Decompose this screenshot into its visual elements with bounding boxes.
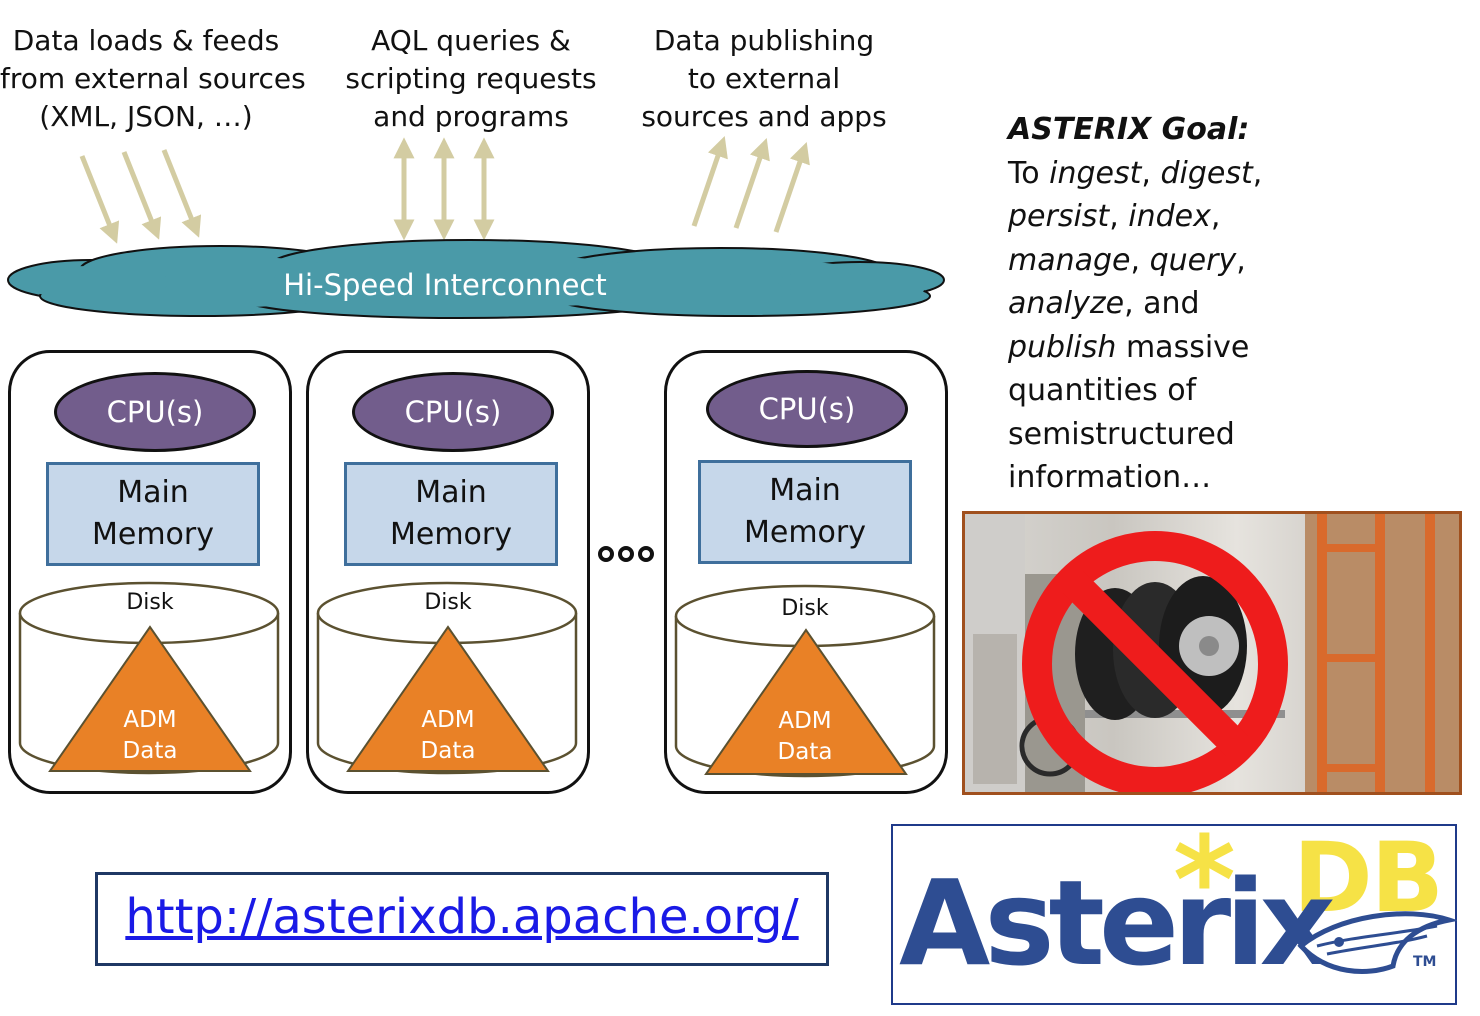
adm-label-data-3: Data	[777, 739, 833, 765]
memory-label-main-1: Main	[117, 475, 189, 510]
ingest-arrow-2	[121, 151, 162, 240]
memory-label-memory-3: Memory	[743, 515, 866, 550]
logo-star: *	[1173, 812, 1236, 951]
adm-triangle-1	[48, 625, 252, 772]
disk-label-3: Disk	[781, 596, 829, 621]
publish-arrow-1	[691, 136, 728, 227]
memory-label-memory-2: Memory	[389, 517, 512, 552]
adm-triangle-3	[704, 628, 908, 775]
disk-2	[316, 581, 578, 775]
garage-scene	[965, 514, 1459, 792]
publishing-line-3: sources and apps	[641, 100, 887, 133]
publishing-line-1: Data publishing	[653, 24, 875, 57]
fish-icon	[1297, 911, 1457, 974]
adm-label-data-2: Data	[420, 738, 476, 764]
main-memory-2: Main Memory	[344, 462, 558, 566]
interconnect-label: Hi-Speed Interconnect	[283, 268, 607, 302]
goal-title: ASTERIX Goal:	[1008, 112, 1250, 147]
feeds-line-2: from external sources	[0, 62, 306, 95]
publishing-line-2: to external	[687, 62, 841, 95]
publishing-label: Data publishing to external sources and …	[640, 22, 888, 136]
memory-label-memory-1: Memory	[91, 517, 214, 552]
cpu-3: CPU(s)	[706, 370, 908, 448]
asterixdb-link[interactable]: http://asterixdb.apache.org/	[125, 889, 799, 945]
memory-label-main-2: Main	[415, 475, 487, 510]
goal-line-1: To ingest, digest,	[1008, 155, 1263, 191]
logo-tm: TM	[1413, 954, 1437, 970]
feeds-line-1: Data loads & feeds	[12, 24, 280, 57]
prohibit-sign	[1022, 531, 1288, 792]
cpu-2: CPU(s)	[352, 372, 554, 452]
disk-3	[674, 584, 936, 778]
adm-triangle-2	[346, 625, 550, 772]
asterixdb-logo: DB * Asterix TM	[891, 812, 1457, 1005]
ingest-arrow-1	[79, 155, 120, 244]
logo-word: Asterix	[899, 854, 1336, 992]
asterix-goal: ASTERIX Goal: To ingest, digest, persist…	[1008, 108, 1262, 500]
flow-arrows	[79, 136, 810, 244]
goal-line-6: quantities of	[1008, 373, 1197, 408]
adm-label-2: ADM Data	[398, 705, 498, 767]
adm-label-3: ADM Data	[755, 706, 855, 768]
main-memory-1: Main Memory	[46, 462, 260, 566]
adm-label-1: ADM Data	[100, 705, 200, 767]
feeds-line-3: (XML, JSON, …)	[39, 100, 253, 133]
queries-line-1: AQL queries &	[371, 24, 571, 57]
publish-arrow-2	[733, 138, 770, 229]
goal-line-7: semistructured	[1008, 416, 1235, 452]
disk-1	[18, 581, 280, 775]
disk-label-1: Disk	[126, 590, 174, 615]
url-box: http://asterixdb.apache.org/	[95, 872, 829, 966]
disk-label-2: Disk	[424, 590, 472, 615]
adm-label-adm-3: ADM	[778, 708, 832, 734]
queries-line-3: and programs	[373, 100, 569, 133]
adm-label-data-1: Data	[122, 738, 178, 764]
garage-photo	[962, 511, 1462, 795]
memory-label-main-3: Main	[769, 473, 841, 508]
queries-label: AQL queries & scripting requests and pro…	[340, 22, 602, 136]
feeds-label: Data loads & feeds from external sources…	[0, 22, 306, 136]
goal-line-3: manage, query,	[1008, 242, 1246, 278]
cpu-1: CPU(s)	[54, 372, 256, 452]
ellipsis-dots	[598, 546, 654, 562]
goal-line-8: information…	[1008, 460, 1212, 495]
ingest-arrow-3	[161, 149, 202, 238]
goal-line-2: persist, index,	[1008, 199, 1221, 234]
interconnect-cloud	[7, 239, 945, 319]
goal-line-4: analyze, and	[1008, 286, 1200, 321]
goal-line-5: publish massive	[1008, 329, 1250, 365]
publish-arrow-3	[773, 142, 810, 233]
queries-line-2: scripting requests	[345, 62, 597, 95]
adm-label-adm-2: ADM	[421, 707, 475, 733]
main-memory-3: Main Memory	[698, 460, 912, 564]
adm-label-adm-1: ADM	[123, 707, 177, 733]
